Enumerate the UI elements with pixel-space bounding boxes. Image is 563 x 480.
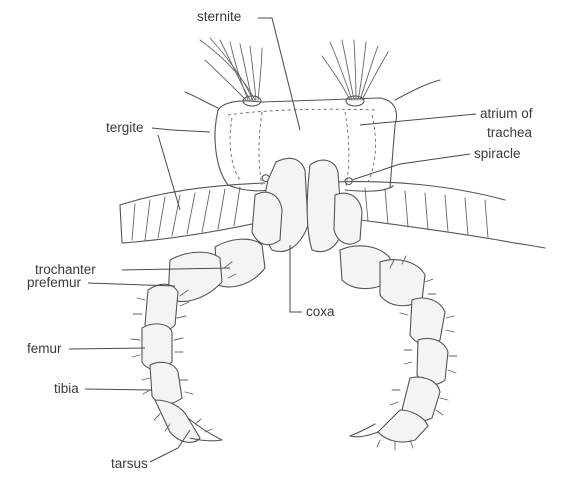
right-tuft bbox=[322, 40, 388, 106]
label-atrium-line1: atrium of bbox=[480, 106, 533, 121]
label-prefemur: prefemur bbox=[27, 275, 82, 290]
tibia-leader bbox=[85, 389, 152, 390]
label-atrium-line2: trachea bbox=[487, 125, 533, 140]
coxa-leader bbox=[290, 245, 302, 312]
spiracle-leader bbox=[352, 154, 470, 180]
label-spiracle: spiracle bbox=[474, 146, 521, 161]
tergite-leader-2 bbox=[158, 135, 180, 210]
label-tibia: tibia bbox=[54, 381, 79, 396]
femur-leader bbox=[69, 348, 145, 349]
right-leg bbox=[340, 246, 457, 450]
atrium-leader bbox=[360, 114, 476, 125]
sternite-leader bbox=[258, 18, 300, 130]
label-tarsus: tarsus bbox=[111, 456, 148, 471]
tergite-leader-1 bbox=[152, 128, 210, 132]
label-sternite: sternite bbox=[197, 9, 241, 24]
label-femur: femur bbox=[27, 341, 62, 356]
left-tuft bbox=[200, 38, 262, 106]
coxae bbox=[252, 158, 362, 251]
label-coxa: coxa bbox=[306, 304, 335, 319]
label-tergite: tergite bbox=[106, 120, 144, 135]
